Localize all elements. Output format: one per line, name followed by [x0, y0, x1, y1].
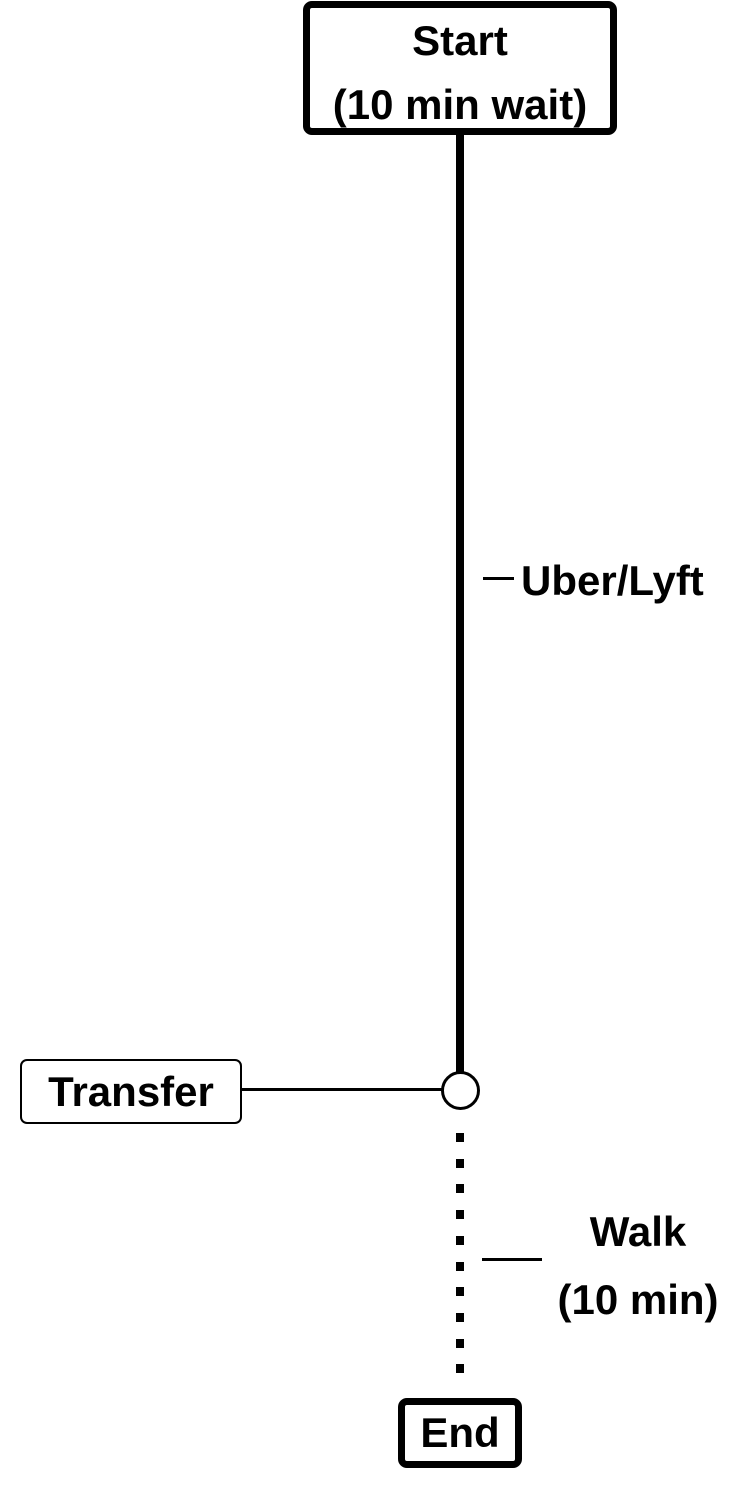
walk-label-duration: (10 min) — [557, 1276, 719, 1323]
walk-dot — [456, 1339, 464, 1348]
walk-dot — [456, 1364, 464, 1373]
end-node-label: End — [420, 1409, 500, 1456]
transfer-node: Transfer — [20, 1059, 242, 1124]
walk-dot — [456, 1184, 464, 1193]
walk-dot — [456, 1236, 464, 1245]
start-node: Start (10 min wait) — [303, 1, 617, 135]
walk-label-mode: Walk — [589, 1208, 687, 1255]
walk-dot — [456, 1159, 464, 1168]
walk-dot — [456, 1210, 464, 1219]
walk-dot — [456, 1133, 464, 1142]
walk-dot — [456, 1262, 464, 1271]
walk-dot — [456, 1313, 464, 1322]
walk-dot — [456, 1287, 464, 1296]
walk-label: Walk (10 min) — [548, 1198, 728, 1334]
start-node-title: Start — [412, 17, 508, 64]
start-node-wait: (10 min wait) — [332, 81, 588, 128]
walk-label-leader — [482, 1258, 542, 1261]
uber-lyft-label: Uber/Lyft — [521, 557, 704, 604]
uber-lyft-route-line — [456, 130, 464, 1076]
transfer-node-label: Transfer — [48, 1068, 214, 1115]
uber-lyft-label-leader — [483, 577, 514, 580]
transfer-point-circle — [441, 1071, 480, 1110]
end-node: End — [398, 1398, 522, 1468]
transfer-connector-line — [240, 1088, 442, 1091]
